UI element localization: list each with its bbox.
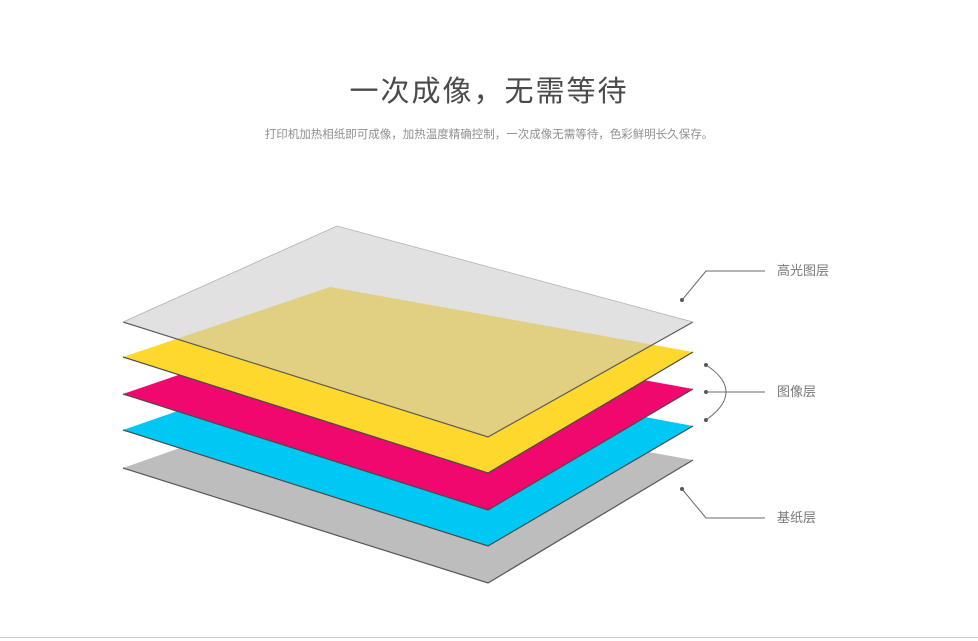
gloss-layer-label: 高光图层 — [777, 263, 829, 279]
base-layer-label: 基纸层 — [777, 511, 816, 526]
bottom-divider — [0, 637, 978, 638]
page-subtitle: 打印机加热相纸即可成像，加热温度精确控制，一次成像无需等待，色彩鲜明长久保存。 — [264, 127, 714, 141]
base-leader — [680, 487, 765, 519]
page-title: 一次成像，无需等待 — [349, 74, 629, 108]
gloss-leader — [680, 270, 765, 302]
image-leader — [704, 363, 765, 422]
image-layer-label: 图像层 — [777, 385, 816, 400]
gloss-sheet — [122, 225, 694, 438]
